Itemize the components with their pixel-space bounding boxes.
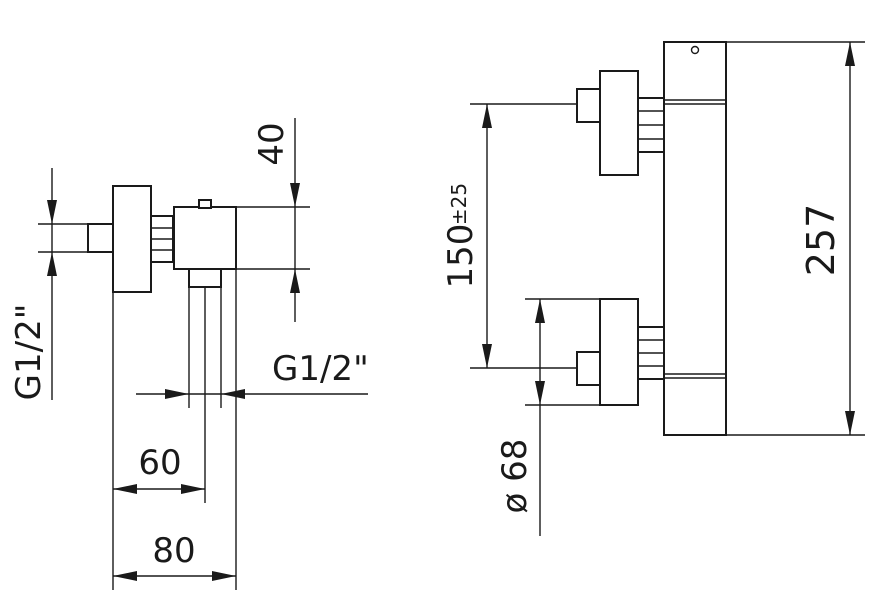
dim-height-label: 40 xyxy=(252,122,292,165)
dim-spacing-label: 150 xyxy=(441,224,481,289)
side-flange xyxy=(112,185,152,293)
front-lower-pipe xyxy=(576,351,602,386)
dim-pipe-left-label: G1/2" xyxy=(9,304,49,401)
dim-spacing: 150 ±25 xyxy=(441,103,577,369)
dim-pipe-bottom: G1/2" xyxy=(136,287,369,408)
dim-depth-outlet: 60 xyxy=(112,287,206,590)
dim-flange-label: ø 68 xyxy=(495,439,535,514)
dim-height: 40 xyxy=(236,118,310,322)
dim-depth-outlet-label: 60 xyxy=(138,443,181,483)
side-outlet xyxy=(188,268,222,288)
dim-spacing-tolerance: ±25 xyxy=(447,183,471,225)
dim-depth-total-label: 80 xyxy=(152,531,195,571)
dim-pipe-bottom-label: G1/2" xyxy=(272,349,369,389)
side-inlet-pipe xyxy=(87,223,115,253)
front-view: 150 ±25 ø 68 257 xyxy=(441,41,865,536)
front-indicator-dot xyxy=(690,45,700,55)
dim-pipe-left: G1/2" xyxy=(9,168,88,400)
dim-depth-total: 80 xyxy=(113,269,237,590)
dim-total-height: 257 xyxy=(726,41,865,436)
side-top-knob xyxy=(198,199,212,209)
front-lower-flange xyxy=(599,298,639,406)
side-view: G1/2" 40 G1/2" 60 xyxy=(9,118,369,590)
front-thermostat-bar xyxy=(663,41,727,436)
dim-total-height-label: 257 xyxy=(799,204,843,277)
front-upper-flange xyxy=(599,70,639,176)
side-valve-body xyxy=(173,206,237,270)
front-upper-pipe xyxy=(576,88,602,123)
dim-flange: ø 68 xyxy=(495,298,600,536)
